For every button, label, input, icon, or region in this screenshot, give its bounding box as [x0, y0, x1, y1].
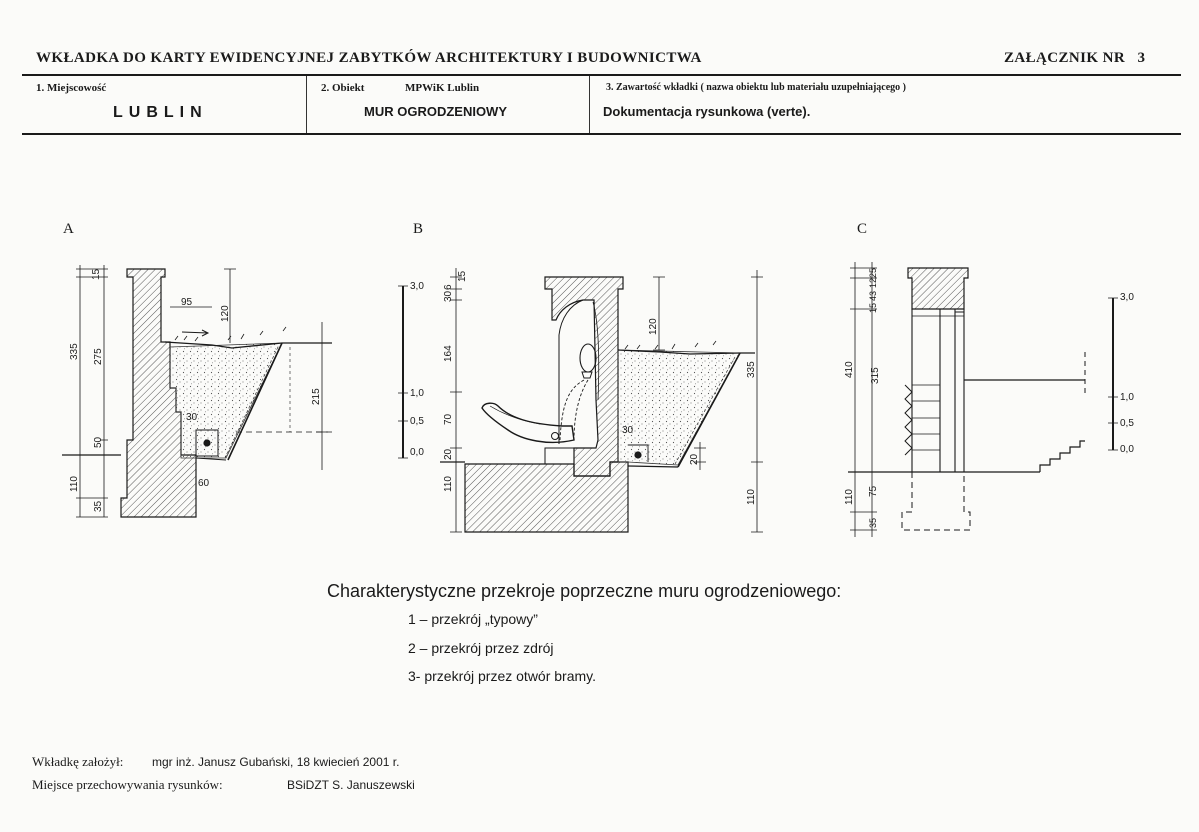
dim-label: 30: [186, 412, 198, 423]
dim-label: 0,0: [1120, 444, 1134, 455]
attachment-number: ZAŁĄCZNIK NR 3: [1004, 50, 1146, 66]
locality-label: 1. Miejscowość: [36, 82, 107, 94]
section-b-slope: [677, 352, 741, 468]
dim-label: 35: [93, 500, 104, 512]
section-c-foundation: [901, 472, 971, 531]
locality-value: LUBLIN: [113, 104, 208, 121]
header-bottom-rule: [22, 133, 1181, 135]
dim-label: 75: [868, 485, 879, 497]
dim-label: 50: [93, 436, 104, 448]
dim-label: 3,0: [410, 281, 424, 292]
dim-label: 1,0: [410, 388, 424, 399]
dim-label: 120: [220, 305, 231, 322]
dim-label: 30: [622, 425, 634, 436]
section-a-slope: [227, 342, 283, 461]
dim-label: 0,5: [1120, 418, 1134, 429]
section-c-stairs: [1039, 440, 1085, 472]
section-c-drawing: [848, 262, 1118, 537]
dim-label: 60: [198, 478, 210, 489]
dim-label: 70: [443, 413, 454, 425]
section-a-letter: A: [63, 221, 74, 237]
section-c-capping: [907, 267, 969, 310]
dim-label: 110: [443, 476, 454, 492]
founder-value: mgr inż. Janusz Gubański, 18 kwiecień 20…: [152, 755, 400, 769]
section-a-drawing: [62, 265, 335, 518]
object-label: 2. Obiekt: [321, 82, 365, 94]
field-divider: [306, 76, 307, 133]
dim-label: 20: [443, 448, 454, 460]
section-b-basin: [481, 402, 575, 444]
section-c-letter: C: [857, 221, 868, 237]
dim-label: 0,0: [410, 447, 424, 458]
section-a-soil: [169, 342, 283, 459]
section-b-soil: [617, 349, 741, 466]
section-b-drawing: [398, 268, 763, 533]
founder-label: Wkładkę założył:: [32, 754, 124, 769]
dim-label: 95: [181, 297, 193, 308]
dim-label: 43: [868, 291, 878, 301]
dim-label: 335: [69, 343, 80, 360]
storage-label: Miejsce przechowywania rysunków:: [32, 777, 223, 792]
header-top-rule: [22, 74, 1181, 76]
drawings-caption: Charakterystyczne przekroje poprzeczne m…: [327, 581, 842, 601]
field-divider: [589, 76, 590, 133]
dim-label: 110: [844, 489, 855, 505]
list-item: 1 – przekrój „typowy”: [408, 611, 538, 627]
dim-label: 12: [868, 278, 878, 288]
dim-label: 164: [443, 345, 454, 362]
section-c-stones: [904, 384, 913, 456]
dim-label: 110: [69, 476, 80, 492]
dim-label: 30: [443, 290, 454, 302]
dim-label: 15: [91, 268, 102, 280]
dim-label: 410: [844, 361, 855, 378]
document-title: WKŁADKA DO KARTY EWIDENCYJNEJ ZABYTKÓW A…: [36, 50, 702, 66]
dim-label: 6: [443, 284, 454, 290]
dim-label: 15: [868, 303, 878, 313]
dim-label: 35: [868, 518, 878, 528]
section-b-letter: B: [413, 221, 424, 237]
dim-label: 0,5: [410, 416, 424, 427]
dim-label: 120: [648, 318, 659, 335]
dim-label: 215: [311, 388, 322, 405]
dim-label: 1,0: [1120, 392, 1134, 403]
dim-label: 25: [868, 268, 878, 278]
content-value: Dokumentacja rysunkowa (verte).: [603, 104, 811, 119]
storage-value: BSiDZT S. Januszewski: [287, 778, 415, 792]
content-label: 3. Zawartość wkładki ( nazwa obiektu lub…: [606, 82, 907, 93]
list-item: 2 – przekrój przez zdrój: [408, 640, 554, 656]
dim-label: 3,0: [1120, 292, 1134, 303]
object-value: MUR OGRODZENIOWY: [364, 104, 507, 119]
dim-label: 275: [93, 348, 104, 365]
section-a-ground: [164, 341, 332, 349]
dim-label: 315: [870, 367, 881, 384]
dim-label: 15: [457, 270, 468, 282]
object-owner: MPWiK Lublin: [405, 82, 480, 94]
dim-label: 110: [746, 489, 757, 505]
list-item: 3- przekrój przez otwór bramy.: [408, 668, 597, 684]
dim-label: 20: [689, 453, 700, 465]
dim-label: 335: [746, 361, 757, 378]
